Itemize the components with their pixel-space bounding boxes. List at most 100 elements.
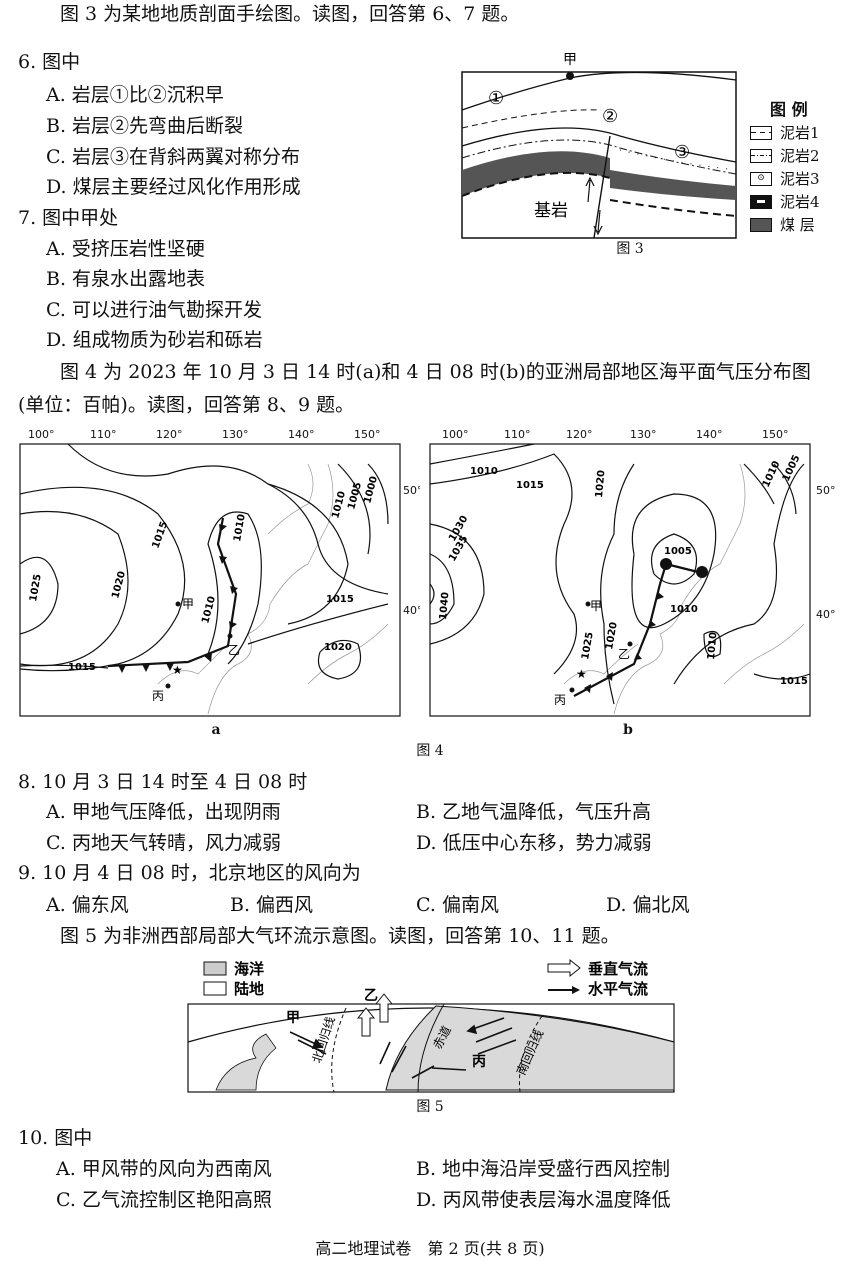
- q9-option-c: C. 偏南风: [416, 894, 499, 916]
- map-b-isobar-1010b: 1010: [670, 604, 698, 615]
- map-a-place-yi: 乙: [228, 643, 240, 657]
- fig4-map-a: 100° 110° 120° 130° 140° 150° 50° 40° 10…: [19, 428, 420, 717]
- map-b-place-bing: 丙: [554, 693, 566, 707]
- map-b-lon-120: 120°: [566, 428, 593, 441]
- legend-mudstone2: 泥岩2: [750, 145, 820, 166]
- q6-stem: 6. 图中: [18, 51, 81, 73]
- map-b-lon-150: 150°: [762, 428, 789, 441]
- map-b-lon-140: 140°: [696, 428, 723, 441]
- q7-option-d: D. 组成物质为砂岩和砾岩: [46, 329, 263, 351]
- fig5-tropic-north: 北回归线: [310, 1015, 338, 1065]
- map-b-lon-100: 100°: [442, 428, 469, 441]
- intro-fig3: 图 3 为某地地质剖面手绘图。读图，回答第 6、7 题。: [60, 3, 520, 25]
- map-b-isobar-1005: 1005: [664, 546, 692, 557]
- fig3-label-2: ②: [602, 106, 618, 127]
- fig3-label-bedrock: 基岩: [534, 201, 568, 221]
- q8-stem: 8. 10 月 3 日 14 时至 4 日 08 时: [18, 771, 308, 793]
- map-a-lat-40: 40°: [403, 604, 420, 617]
- q10-option-b: B. 地中海沿岸受盛行西风控制: [416, 1158, 671, 1180]
- map-b-isobar-1025: 1025: [580, 631, 596, 660]
- q8-option-b: B. 乙地气温降低，气压升高: [416, 801, 652, 823]
- fig3-label-1: ①: [488, 88, 504, 109]
- map-a-lon-100: 100°: [28, 428, 55, 441]
- map-a-lat-50: 50°: [403, 484, 420, 497]
- legend-coal: 煤 层: [750, 214, 815, 235]
- q6-option-a: A. 岩层①比②沉积早: [46, 84, 224, 106]
- map-a-isobar-1015c: 1015: [326, 594, 354, 605]
- map-b-isobar-1015: 1015: [516, 480, 544, 491]
- q8-option-d: D. 低压中心东移，势力减弱: [416, 832, 652, 854]
- fig5-label-bing: 丙: [472, 1054, 486, 1070]
- mudstone3-swatch: ⊙: [750, 171, 772, 186]
- q6-option-d: D. 煤层主要经过风化作用形成: [46, 176, 301, 198]
- map-a-lon-140: 140°: [288, 428, 315, 441]
- fig5-legend-land: 陆地: [234, 980, 264, 998]
- q10-option-c: C. 乙气流控制区艳阳高照: [56, 1189, 272, 1211]
- q7-option-a: A. 受挤压岩性坚硬: [46, 238, 205, 260]
- fig3-geologic-section: 甲 ① ② ③ 基岩: [461, 52, 737, 239]
- coal-swatch: [750, 217, 772, 232]
- legend-mudstone1: 泥岩1: [750, 122, 820, 143]
- q10-stem: 10. 图中: [18, 1127, 93, 1149]
- mudstone4-swatch: [750, 194, 772, 209]
- mudstone1-swatch: [750, 125, 772, 140]
- q9-option-a: A. 偏东风: [46, 894, 129, 916]
- q9-stem: 9. 10 月 4 日 08 时，北京地区的风向为: [18, 862, 361, 884]
- fig3-label-jia: 甲: [563, 52, 577, 68]
- q9-option-b: B. 偏西风: [230, 894, 314, 916]
- map-b-place-yi: 乙: [618, 647, 630, 661]
- intro-fig4-line2: (单位：百帕)。读图，回答第 8、9 题。: [18, 394, 355, 416]
- map-a-lon-150: 150°: [354, 428, 381, 441]
- map-b-place-jia: 甲: [590, 599, 602, 613]
- map-a-lon-110: 110°: [90, 428, 117, 441]
- q7-option-b: B. 有泉水出露地表: [46, 268, 206, 290]
- fig4-map-b: 100° 110° 120° 130° 140° 150° 50° 40° 10…: [429, 428, 836, 717]
- legend-mudstone4: 泥岩4: [750, 191, 820, 212]
- map-b-isobar-1010c: 1010: [706, 632, 719, 661]
- q8-option-c: C. 丙地天气转晴，风力减弱: [46, 832, 281, 854]
- legend-mudstone3: ⊙ 泥岩3: [750, 168, 820, 189]
- fig3-legend-title: 图 例: [770, 100, 808, 119]
- fig4-caption: 图 4: [416, 743, 444, 759]
- fig5-label-jia: 甲: [286, 1010, 300, 1026]
- q6-option-b: B. 岩层②先弯曲后断裂: [46, 115, 244, 137]
- fig5-legend-vertical: 垂直气流: [588, 960, 648, 978]
- map-a-isobar-1010b: 1010: [232, 513, 248, 542]
- map-a-place-jia: 甲: [182, 597, 194, 611]
- map-b-lon-130: 130°: [630, 428, 657, 441]
- map-b-isobar-1015b: 1015: [780, 676, 808, 687]
- map-b-lat-50: 50°: [816, 484, 836, 497]
- mudstone2-swatch: [750, 148, 772, 163]
- map-b-isobar-1010: 1010: [470, 466, 498, 477]
- fig5-legend-ocean: 海洋: [234, 960, 264, 978]
- intro-fig5: 图 5 为非洲西部局部大气环流示意图。读图，回答第 10、11 题。: [60, 925, 620, 947]
- q10-option-a: A. 甲风带的风向为西南风: [56, 1158, 272, 1180]
- intro-fig4-line1: 图 4 为 2023 年 10 月 3 日 14 时(a)和 4 日 08 时(…: [60, 361, 811, 383]
- map-b-lat-40: 40°: [816, 608, 836, 621]
- map-a-label: a: [211, 722, 221, 738]
- fig5-label-yi: 乙: [364, 988, 378, 1004]
- fig5-circulation-diagram: 海洋 陆地 垂直气流 水平气流 北回归线 赤道 南回归线 甲 乙 丙: [187, 958, 675, 1093]
- map-a-isobar-1015b: 1015: [68, 662, 96, 673]
- fig3-caption: 图 3: [616, 241, 644, 257]
- map-a-isobar-1025: 1025: [28, 573, 44, 602]
- q10-option-d: D. 丙风带使表层海水温度降低: [416, 1189, 671, 1211]
- fig3-label-3: ③: [674, 142, 690, 163]
- svg-text:★: ★: [576, 667, 587, 681]
- q8-option-a: A. 甲地气压降低，出现阴雨: [46, 801, 281, 823]
- fig5-caption: 图 5: [416, 1099, 444, 1115]
- map-b-isobar-1020b: 1020: [604, 621, 620, 650]
- map-a-place-bing: 丙: [152, 689, 164, 703]
- map-a-lon-130: 130°: [222, 428, 249, 441]
- q7-stem: 7. 图中甲处: [18, 207, 119, 229]
- q7-option-c: C. 可以进行油气勘探开发: [46, 299, 262, 321]
- map-b-label: b: [623, 722, 633, 738]
- map-b-lon-110: 110°: [504, 428, 531, 441]
- fig5-legend-horizontal: 水平气流: [588, 980, 648, 998]
- svg-text:★: ★: [172, 663, 183, 677]
- map-a-isobar-1020b: 1020: [324, 642, 352, 653]
- map-a-lon-120: 120°: [156, 428, 183, 441]
- page-footer: 高二地理试卷 第 2 页(共 8 页): [315, 1239, 545, 1258]
- q9-option-d: D. 偏北风: [606, 894, 690, 916]
- map-b-isobar-1020: 1020: [594, 470, 607, 499]
